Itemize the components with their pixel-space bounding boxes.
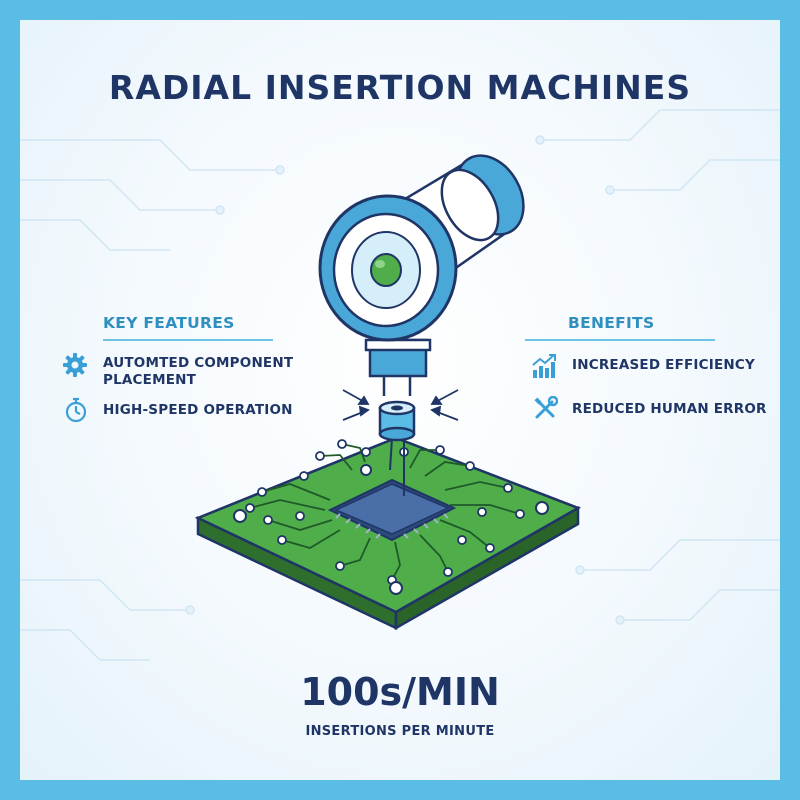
gear-icon — [63, 353, 87, 377]
pcb-pads — [245, 439, 525, 585]
tools-icon — [534, 396, 558, 419]
stat-value: 100s/MIN — [300, 670, 500, 714]
page-title: RADIAL INSERTION MACHINES — [108, 68, 692, 107]
ic-chip — [327, 478, 457, 542]
feature-item-high-speed: HIGH-SPEED OPERATION — [103, 402, 293, 418]
benefit-item-efficiency: INCREASED EFFICIENCY — [572, 357, 755, 373]
benefits-divider — [525, 339, 715, 341]
stat-label: INSERTIONS PER MINUTE — [305, 724, 495, 739]
feature-item-line: PLACEMENT — [103, 372, 197, 388]
benefits-heading: BENEFITS — [568, 314, 655, 332]
key-features-divider — [103, 339, 273, 341]
insertion-arrows — [342, 389, 459, 421]
poster-frame — [20, 20, 780, 780]
benefit-item-human-error: REDUCED HUMAN ERROR — [572, 401, 767, 417]
insertion-head — [318, 154, 525, 396]
pcb-mounting-holes — [233, 464, 549, 595]
background-circuit-traces — [20, 109, 780, 661]
stopwatch-icon — [65, 397, 87, 423]
growth-chart-icon — [532, 354, 556, 378]
key-features-heading: KEY FEATURES — [103, 314, 235, 332]
pcb-traces — [249, 443, 521, 581]
radial-component — [378, 400, 416, 496]
feature-item-automated-placement: AUTOMTED COMPONENT PLACEMENT — [103, 355, 293, 389]
feature-item-line: AUTOMTED COMPONENT — [103, 355, 294, 371]
